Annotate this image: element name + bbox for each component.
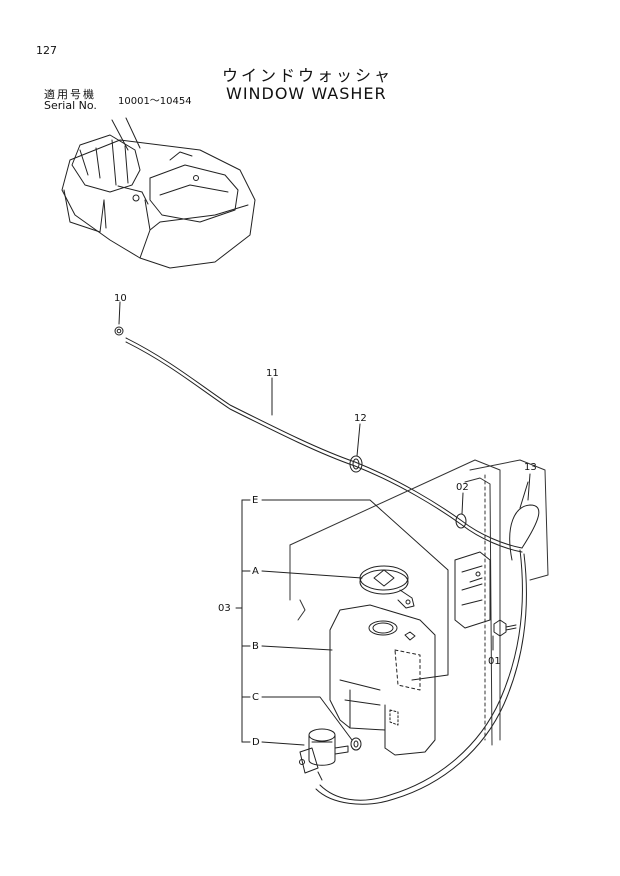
washer-tank (329, 604, 436, 756)
title-japanese: ウインドウォッシャ (222, 66, 394, 85)
part-02-clamp (455, 492, 467, 529)
washer-hose (125, 337, 540, 805)
assembly-bracket-03 (235, 499, 251, 743)
callout-b: B (252, 641, 259, 652)
callout-13: 13 (524, 462, 537, 473)
callout-e: E (252, 495, 258, 506)
title-english: WINDOW WASHER (226, 84, 387, 103)
leader-lines (261, 377, 531, 746)
callout-10: 10 (114, 293, 127, 304)
callout-a: A (252, 566, 259, 577)
serial-label-english: Serial No. (44, 99, 97, 112)
tank-cap (359, 565, 415, 609)
page-number: 127 (36, 44, 57, 57)
part-12-clamp (349, 423, 363, 473)
callout-02: 02 (456, 482, 469, 493)
callout-c: C (252, 692, 259, 703)
callout-12: 12 (354, 413, 367, 424)
callout-11: 11 (266, 368, 279, 379)
part-10-grommet (114, 301, 124, 336)
pump-grommet (350, 737, 362, 751)
cab-frame (289, 459, 549, 746)
tank-bracket (454, 551, 491, 629)
washer-pump (299, 728, 349, 781)
callout-03: 03 (218, 603, 231, 614)
serial-label-japanese: 適用号機 (44, 88, 96, 101)
serial-range: 10001～10454 (118, 96, 192, 107)
callout-d: D (252, 737, 260, 748)
callout-01: 01 (488, 656, 501, 667)
part-01-bolt (492, 619, 517, 651)
machine-overview-sketch (61, 117, 256, 269)
